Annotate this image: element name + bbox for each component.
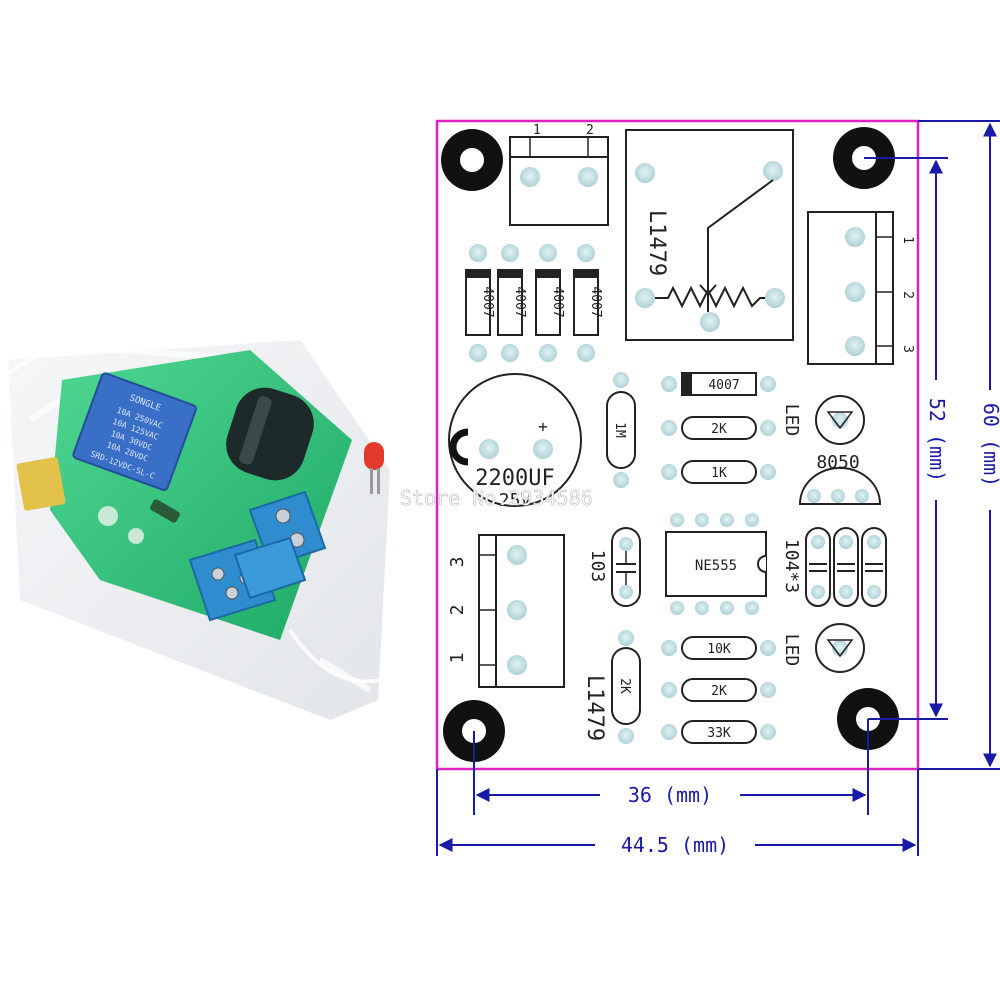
diode-1-label: 4007 <box>480 286 495 317</box>
capacitor-photo <box>226 387 314 481</box>
resistor-33k-label: 33K <box>707 726 731 741</box>
capacitor-104-label: 104*3 <box>781 539 802 593</box>
dimension-labels: 60 (mm) 52 (mm) 36 (mm) 44.5 (mm) <box>595 380 1000 857</box>
red-led <box>364 442 384 494</box>
diode-1: 4007 <box>465 244 495 362</box>
capacitor-voltage: 25V <box>499 490 532 511</box>
ic-ne555: NE555 <box>665 513 767 615</box>
ic-label: NE555 <box>695 558 737 574</box>
relay-label: L1479 <box>644 210 669 276</box>
terminal-top-label-1: 1 <box>533 123 541 138</box>
resistor-2k-bottom: 2K <box>661 678 776 702</box>
diode-2: 4007 <box>497 244 527 362</box>
terminal-block-photo-3 <box>233 536 307 600</box>
capacitor-plus: + <box>538 417 548 436</box>
capacitor-label: 2200UF <box>475 466 554 491</box>
terminal-right-label-1: 1 <box>900 236 915 244</box>
resistor-1k: 1K <box>661 460 776 484</box>
relay-footprint: L1479 <box>625 129 794 341</box>
capacitor-104-3 <box>861 527 887 607</box>
led-top: LED <box>781 395 865 445</box>
diode-4: 4007 <box>573 244 603 362</box>
dim-width-holes-label: 36 (mm) <box>628 783 712 807</box>
resistor-2k-bottom-label: 2K <box>711 684 727 699</box>
store-watermark: Store No.2934586 <box>400 486 593 510</box>
resistor-1m-label: 1M <box>612 422 627 438</box>
relay: SONGLE 10A 250VAC 10A 125VAC 10A 30VDC 1… <box>72 372 197 491</box>
resistor-2k-vertical-label: 2K <box>617 678 632 694</box>
terminal-left-label-1: 1 <box>447 653 468 664</box>
resistor-2k-vertical: 2K <box>611 630 641 744</box>
resistor-10k-label: 10K <box>707 642 731 657</box>
diode-4-label: 4007 <box>588 286 603 317</box>
diode-array: 4007 4007 4007 4007 <box>465 244 603 362</box>
capacitor-footprint: + 2200UF 25V <box>448 373 582 511</box>
diode-5-label: 4007 <box>708 378 739 393</box>
resistor-33k: 33K <box>661 720 776 744</box>
transistor-label: 8050 <box>816 452 859 473</box>
product-photo: SONGLE 10A 250VAC 10A 125VAC 10A 30VDC 1… <box>0 339 390 720</box>
terminal-left-label-3: 3 <box>447 557 468 568</box>
terminal-left-label-2: 2 <box>447 605 468 616</box>
diode-3: 4007 <box>535 244 565 362</box>
diode-3-label: 4007 <box>550 286 565 317</box>
diode-2-label: 4007 <box>512 286 527 317</box>
capacitor-103-label: 103 <box>587 550 608 583</box>
dim-height-total-label: 60 (mm) <box>979 403 1000 487</box>
mounting-hole-top-left <box>441 129 503 191</box>
terminal-top-label-2: 2 <box>586 123 594 138</box>
diode-5: 4007 <box>661 372 776 396</box>
terminal-right-label-2: 2 <box>900 291 915 299</box>
terminal-left: 3 2 1 <box>447 534 565 688</box>
transistor-8050: 8050 <box>798 452 882 505</box>
resistor-2k-top-label: 2K <box>711 422 727 437</box>
terminal-top: 1 2 <box>509 123 609 226</box>
capacitor-104-2 <box>833 527 859 607</box>
capacitor-104-1 <box>805 527 831 607</box>
resistor-2k-top: 2K <box>661 416 776 440</box>
resistor-10k: 10K <box>661 636 776 660</box>
sensor-label: L1479 <box>582 675 607 741</box>
pin-header <box>16 457 66 511</box>
capacitor-103: 103 <box>587 527 641 607</box>
led-top-label: LED <box>781 404 802 437</box>
pcb-layout: 1 2 4007 4007 4007 <box>435 119 920 771</box>
led-bottom: LED <box>781 623 865 673</box>
dim-height-holes-label: 52 (mm) <box>925 398 949 482</box>
terminal-right-label-3: 3 <box>900 345 915 353</box>
led-bottom-label: LED <box>781 634 802 667</box>
terminal-right: 1 2 3 <box>807 211 915 365</box>
dim-width-total-label: 44.5 (mm) <box>621 833 729 857</box>
resistor-1m: 1M <box>606 372 636 488</box>
capacitor-104-array: 104*3 <box>781 527 887 607</box>
resistor-1k-label: 1K <box>711 466 727 481</box>
